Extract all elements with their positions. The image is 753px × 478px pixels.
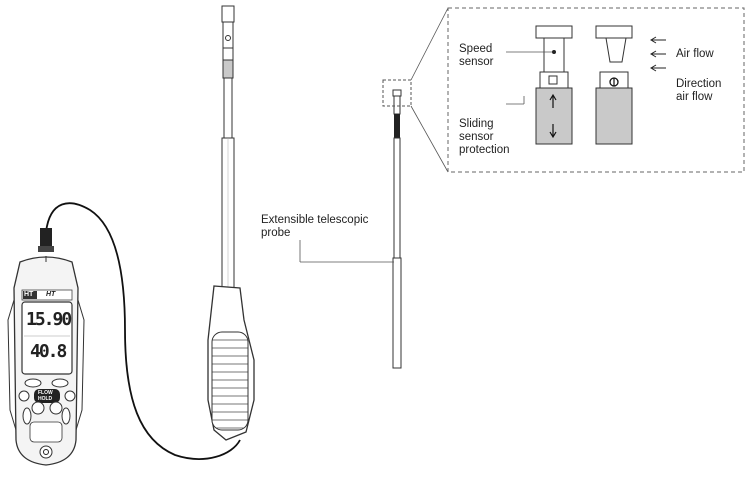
label-air-flow: Air flow	[676, 48, 714, 60]
air-flow-arrow-2	[650, 50, 666, 58]
arrow-down-icon	[549, 124, 557, 139]
telescopic-probe-large	[207, 5, 255, 441]
power-button[interactable]	[39, 445, 53, 459]
lcd-reading-bottom: 40.8	[30, 341, 67, 362]
meter-brand: HT	[24, 291, 34, 298]
power-icon	[43, 449, 49, 455]
telescopic-probe-small	[382, 79, 412, 369]
lcd-display	[21, 301, 73, 375]
max-min-button[interactable]	[51, 378, 69, 388]
unit-button[interactable]	[49, 401, 63, 415]
lcd-reading-top: 15.90	[26, 309, 72, 330]
flow-button[interactable]	[34, 389, 60, 403]
right-button[interactable]	[64, 390, 76, 402]
left-button[interactable]	[18, 390, 30, 402]
arrow-up-icon	[549, 93, 557, 108]
label-extensible-telescopic-probe: Extensible telescopic probe	[261, 214, 369, 239]
probe-cable	[45, 202, 241, 460]
probe-handle-grip	[211, 331, 249, 431]
sensor-closed	[595, 25, 633, 145]
air-flow-arrow-1	[650, 36, 666, 44]
sensor-open	[535, 25, 573, 145]
hold-button-label: HOLD	[38, 396, 53, 402]
air-flow-arrow-3	[650, 64, 666, 72]
flow-button-label: FLOW	[38, 390, 53, 396]
label-sliding-sensor-protection: Sliding sensor protection	[459, 118, 510, 156]
meter-model: HT	[46, 291, 56, 298]
handheld-meter	[7, 256, 85, 466]
label-direction-air-flow: Direction air flow	[676, 78, 722, 103]
cable-connector	[40, 228, 52, 250]
probe-detail-frame	[382, 79, 412, 107]
hold-button[interactable]	[31, 401, 45, 415]
label-speed-sensor: Speed sensor	[459, 43, 494, 68]
mode-button[interactable]	[24, 378, 42, 388]
